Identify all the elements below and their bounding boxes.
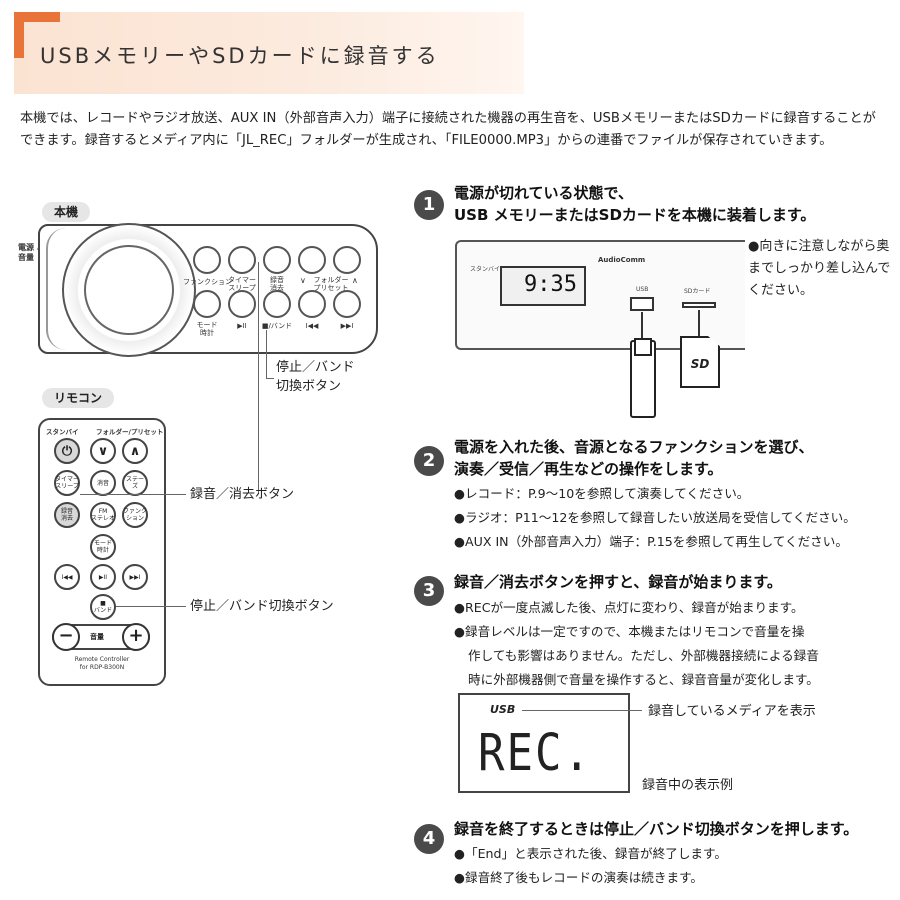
insert-note: ●向きに注意しながら奥までしっかり差し込んでください。: [748, 239, 891, 298]
remote-stop-callout: 停止／バンド切換ボタン: [190, 599, 334, 614]
step-3-bullet-3: 作しても影響はありません。ただし、外部機器接続による録音: [468, 648, 819, 663]
device-standby-label: スタンバイ: [470, 266, 501, 273]
unit-label-mode: モード 時計: [196, 321, 218, 337]
unit-mode-clock-button[interactable]: [193, 290, 221, 318]
unit-play-pause-button[interactable]: [228, 290, 256, 318]
remote-tag: リモコン: [42, 388, 115, 408]
unit-timer-sleep-button[interactable]: [228, 246, 256, 274]
device-sd-label: SDカード: [684, 288, 711, 295]
step-4-line-1: 録音を終了するときは停止／バンド切換ボタンを押します。: [454, 820, 859, 838]
callout-line-stop: [266, 330, 267, 378]
remote-rec-delete-button[interactable]: 録音 消去: [54, 502, 80, 528]
step-4-bullet-1: ●「End」と表示された後、録音が終了します。: [454, 846, 727, 861]
remote-stop-callout-line: [116, 606, 186, 607]
callout-line-rec: [258, 262, 259, 494]
device-brand: AudioComm: [598, 256, 646, 264]
rec-media-label: 録音しているメディアを表示: [648, 704, 816, 719]
remote-stop-band-button[interactable]: ■ バンド: [90, 594, 116, 620]
remote-volume-label: 音量: [90, 633, 104, 641]
sd-card-slot: [682, 302, 716, 308]
unit-folder-up-button[interactable]: [333, 246, 361, 274]
step-3-line-1: 録音／消去ボタンを押すと、録音が始まります。: [454, 573, 782, 591]
remote-standby-label: スタンバイ: [46, 428, 79, 436]
unit-label-rec: 録音 消去: [270, 276, 284, 292]
unit-label-folder: フォルダー プリセット: [313, 276, 349, 292]
chevron-up-icon: ∧: [352, 276, 358, 285]
step-4-bullet-2: ●録音終了後もレコードの演奏は続きます。: [454, 870, 704, 885]
unit-label-stop: ■/バンド: [261, 322, 293, 330]
remote-folder-label: フォルダー/プリセット: [96, 428, 164, 436]
chevron-down-icon: ∨: [300, 276, 306, 285]
volume-minus-button[interactable]: −: [52, 623, 80, 651]
usb-port: [630, 297, 654, 311]
unit-label-next: ▶▶I: [340, 322, 354, 330]
step-1-line-2: USB メモリーまたはSDカードを本機に装着します。: [454, 206, 816, 224]
rec-example-label: 録音中の表示例: [642, 778, 734, 793]
step-1-number: 1: [414, 190, 444, 220]
volume-knob-center: [84, 245, 174, 335]
remote-play-pause-button[interactable]: ▶II: [90, 564, 116, 590]
remote-prev-button[interactable]: I◀◀: [54, 564, 80, 590]
title-banner: [14, 12, 524, 94]
unit-tag: 本機: [42, 202, 91, 222]
step-4-number: 4: [414, 824, 444, 854]
unit-label-timer: タイマー スリープ: [228, 276, 256, 292]
remote-model-label: Remote Controller for RDP-B300N: [74, 656, 130, 671]
callout-line-stop-h: [266, 378, 274, 379]
banner-accent-vertical: [14, 12, 24, 58]
step-2-bullet-2: ●ラジオ：P11～12を参照して録音したい放送局を受信してください。: [454, 510, 856, 525]
remote-stereo-button[interactable]: ステーズ: [122, 470, 148, 496]
remote-rec-callout-line: [80, 494, 186, 495]
power-label: 電源: [18, 243, 34, 252]
unit-next-button[interactable]: [333, 290, 361, 318]
remote-folder-up-button[interactable]: ∧: [122, 438, 148, 464]
remote-fm-stereo-button[interactable]: FM ステレオ: [90, 502, 116, 528]
remote-power-button[interactable]: ⏻: [54, 438, 80, 464]
page-title: USBメモリーやSDカードに録音する: [40, 44, 440, 68]
banner-accent: [14, 12, 60, 22]
volume-plus-button[interactable]: +: [122, 623, 150, 651]
step-3-bullet-4: 時に外部機器側で音量を操作すると、録音音量が変化します。: [468, 672, 819, 687]
step-1-line-1: 電源が切れている状態で、: [454, 184, 633, 202]
remote-rec-callout: 録音／消去ボタン: [190, 487, 295, 502]
rec-display-usb: USB: [490, 703, 516, 716]
remote-function-button[interactable]: ファンク ション: [122, 502, 148, 528]
rec-media-line: [522, 710, 642, 711]
step-3-number: 3: [414, 576, 444, 606]
step-2-bullet-3: ●AUX IN（外部音声入力）端子：P.15を参照して再生してください。: [454, 534, 848, 549]
device-time: 9:35: [524, 272, 577, 297]
intro-paragraph: 本機では、レコードやラジオ放送、AUX IN（外部音声入力）端子に接続された機器…: [20, 111, 876, 148]
remote-mute-button[interactable]: 消音: [90, 470, 116, 496]
unit-stop-callout: 停止／バンド 切換ボタン: [276, 360, 355, 394]
unit-label-prev: I◀◀: [305, 322, 319, 330]
step-3-bullet-2: ●録音レベルは一定ですので、本機またはリモコンで音量を操: [454, 624, 805, 639]
unit-function-button[interactable]: [193, 246, 221, 274]
unit-prev-button[interactable]: [298, 290, 326, 318]
unit-edge: [46, 228, 66, 350]
step-2-line-2: 演奏／受信／再生などの操作をします。: [454, 460, 723, 478]
unit-label-function: ファンクション: [183, 278, 232, 286]
step-3-bullet-1: ●RECが一度点滅した後、点灯に変わり、録音が始まります。: [454, 600, 804, 615]
remote-folder-down-button[interactable]: ∨: [90, 438, 116, 464]
usb-plug-icon: [634, 338, 652, 356]
rec-display: [458, 693, 630, 793]
device-lcd: [500, 266, 586, 306]
unit-folder-down-button[interactable]: [298, 246, 326, 274]
unit-rec-delete-button[interactable]: [263, 246, 291, 274]
device-usb-label: USB: [636, 286, 649, 293]
step-2-line-1: 電源を入れた後、音源となるファンクションを選び、: [454, 438, 814, 456]
remote-mode-clock-button[interactable]: モード 時計: [90, 534, 116, 560]
step-2-bullet-1: ●レコード：P.9～10を参照して演奏してください。: [454, 486, 750, 501]
unit-stop-band-button[interactable]: [263, 290, 291, 318]
remote-next-button[interactable]: ▶▶I: [122, 564, 148, 590]
sd-insert-arrow: [698, 310, 700, 336]
remote-timer-button[interactable]: タイマー スリープ: [54, 470, 80, 496]
step-2-number: 2: [414, 446, 444, 476]
usb-insert-arrow: [641, 312, 643, 338]
volume-label: 音量: [18, 253, 34, 262]
sd-card-icon: SD: [680, 336, 720, 388]
unit-label-play: ▶II: [237, 322, 247, 330]
rec-display-text: REC.: [478, 724, 592, 783]
